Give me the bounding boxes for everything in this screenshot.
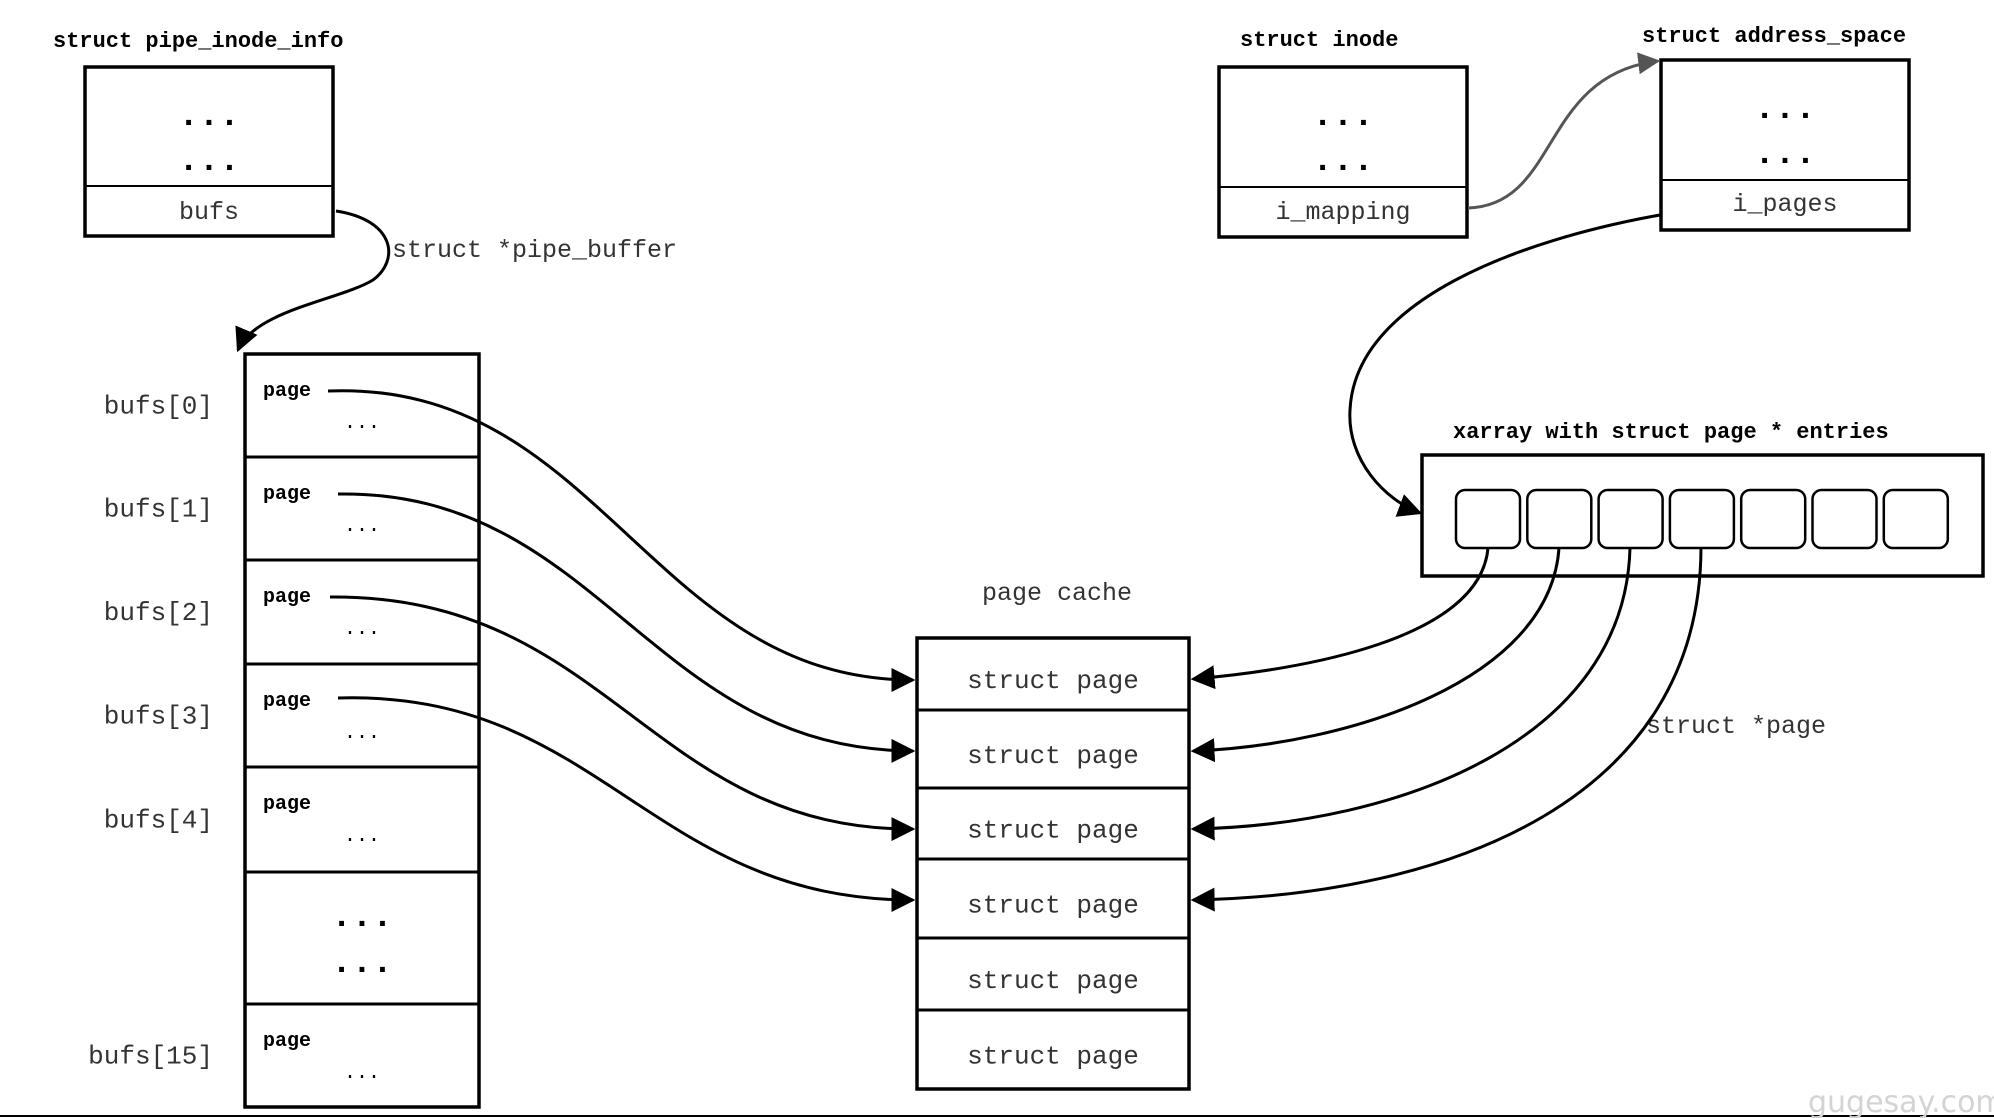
buf-page-arrows xyxy=(327,389,916,912)
buf3-page-arrow xyxy=(337,696,916,912)
inode-dots-1: ... xyxy=(1312,98,1373,136)
bufs-index-label: bufs[3] xyxy=(104,702,213,732)
address-space-struct: struct address_space ... ... i_pages xyxy=(1642,24,1911,232)
page-cache: page cache struct page struct page struct … xyxy=(915,579,1191,1091)
inode-title: struct inode xyxy=(1240,28,1398,53)
bufs-index-label: bufs[1] xyxy=(104,495,213,525)
xarray-entry-arrows xyxy=(1190,547,1703,912)
address-space-title: struct address_space xyxy=(1642,24,1906,49)
pipe-inode-info-dots-2: ... xyxy=(178,143,239,181)
page-cache-struct-page: struct page xyxy=(967,891,1139,921)
buf2-page-arrow xyxy=(329,595,916,842)
bufs-index-label: bufs[4] xyxy=(104,806,213,836)
xarray-slot2-arrow xyxy=(1190,547,1561,763)
xarray-slot xyxy=(1811,488,1878,550)
xarray-slot xyxy=(1454,488,1522,550)
bufs-elision-dots-2: ... xyxy=(331,945,392,983)
xarray-slot xyxy=(1882,488,1950,550)
page-cache-struct-page: struct page xyxy=(967,666,1139,696)
page-cache-struct-page: struct page xyxy=(967,966,1139,996)
page-cache-struct-page: struct page xyxy=(967,816,1139,846)
buf0-page-arrow xyxy=(327,389,916,692)
pipe-inode-info-bufs-field: bufs xyxy=(179,198,239,227)
bufs-page-field: page xyxy=(263,483,311,506)
bufs-page-field: page xyxy=(263,1030,311,1053)
pipe-inode-info-struct: struct pipe_inode_info ... ... bufs xyxy=(53,29,343,238)
buf1-page-arrow xyxy=(337,492,916,763)
xarray-slot xyxy=(1526,488,1593,550)
struct-page-pointer-label: struct *page xyxy=(1646,712,1826,741)
bufs-more-fields: ... xyxy=(344,515,380,538)
bufs-page-field: page xyxy=(263,690,311,713)
bufs-more-fields: ... xyxy=(344,722,380,745)
pipe-buffer-pointer-label: struct *pipe_buffer xyxy=(392,236,677,265)
bufs-pointer-arrow xyxy=(235,209,391,353)
page-cache-struct-page: struct page xyxy=(967,1042,1139,1072)
i-pages-arrow xyxy=(1348,213,1661,517)
bufs-elision-dots-1: ... xyxy=(331,899,392,937)
inode-struct: struct inode ... ... i_mapping xyxy=(1217,28,1469,239)
i-mapping-arrow xyxy=(1467,52,1661,210)
xarray-slot3-arrow xyxy=(1190,547,1632,841)
xarray-slot xyxy=(1668,488,1736,550)
bufs-more-fields: ... xyxy=(344,1062,380,1085)
address-space-dots-1: ... xyxy=(1754,91,1815,129)
bufs-more-fields: ... xyxy=(344,618,380,641)
xarray-title: xarray with struct page * entries xyxy=(1453,420,1889,445)
page-cache-title: page cache xyxy=(982,579,1132,608)
bufs-page-field: page xyxy=(263,380,311,403)
page-cache-struct-page: struct page xyxy=(967,741,1139,771)
xarray-slot xyxy=(1597,488,1664,550)
xarray-slot xyxy=(1739,488,1807,550)
bufs-index-label: bufs[0] xyxy=(104,392,213,422)
inode-i-mapping-field: i_mapping xyxy=(1275,198,1410,227)
pipe-buffer-array: bufs[0] page... bufs[1] page... bufs[2] page.… xyxy=(88,352,481,1109)
bufs-page-field: page xyxy=(263,586,311,609)
bufs-more-fields: ... xyxy=(344,825,380,848)
xarray: xarray with struct page * entries xyxy=(1420,420,1985,578)
pipe-inode-info-title: struct pipe_inode_info xyxy=(53,29,343,54)
watermark: gugesay.com xyxy=(1808,1085,1994,1118)
xarray-slot1-arrow xyxy=(1190,547,1490,690)
address-space-dots-2: ... xyxy=(1754,136,1815,174)
bufs-index-label: bufs[15] xyxy=(88,1042,213,1072)
address-space-i-pages-field: i_pages xyxy=(1732,190,1837,219)
inode-dots-2: ... xyxy=(1312,143,1373,181)
xarray-slot4-arrow xyxy=(1190,547,1703,912)
pipe-inode-info-dots-1: ... xyxy=(178,98,239,136)
bufs-index-label: bufs[2] xyxy=(104,598,213,628)
bufs-page-field: page xyxy=(263,793,311,816)
bufs-more-fields: ... xyxy=(344,412,380,435)
